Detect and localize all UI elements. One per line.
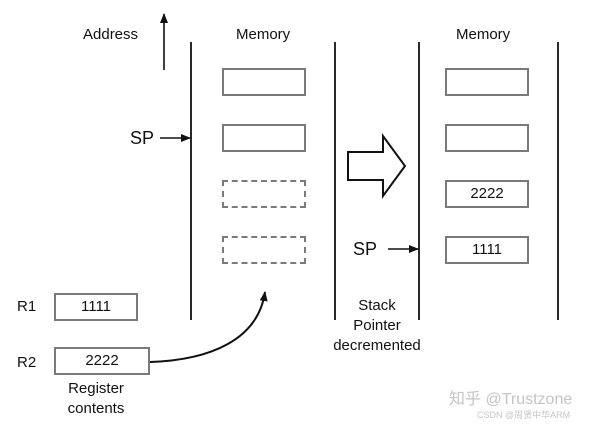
- memory-after-slot-1: [445, 68, 529, 96]
- memory-after-slot-4: 1111: [445, 236, 529, 264]
- r2-to-memory-arrow: [149, 291, 268, 363]
- stack-pointer-caption-line-3: decremented: [333, 337, 421, 354]
- memory-right-title: Memory: [456, 26, 511, 43]
- r1-label: R1: [17, 298, 37, 315]
- memory-before-slot-3: [222, 180, 306, 208]
- stack-pointer-caption-line-1: Stack: [358, 297, 396, 314]
- r1-register-box: 1111: [54, 293, 138, 321]
- transition-arrow: [347, 132, 407, 200]
- memory-left-title: Memory: [236, 26, 291, 43]
- r2-label: R2: [17, 354, 37, 371]
- memory-after-slot-3: 2222: [445, 180, 529, 208]
- r2-register-box: 2222: [54, 347, 150, 375]
- stack-pointer-caption-line-2: Pointer: [353, 317, 401, 334]
- address-label: Address: [83, 26, 139, 43]
- sp-after-label: SP: [353, 239, 378, 259]
- memory-before-slot-4: [222, 236, 306, 264]
- sp-before-label: SP: [130, 128, 155, 148]
- memory-before-slot-1: [222, 68, 306, 96]
- watermark-sub: CSDN @周贤中华ARM: [477, 410, 571, 420]
- memory-before-slot-2: [222, 124, 306, 152]
- register-contents-line-2: contents: [67, 400, 125, 417]
- memory-after-slot-2: [445, 124, 529, 152]
- watermark-main: 知乎 @Trustzone: [449, 391, 573, 408]
- register-contents-line-1: Register: [68, 380, 124, 397]
